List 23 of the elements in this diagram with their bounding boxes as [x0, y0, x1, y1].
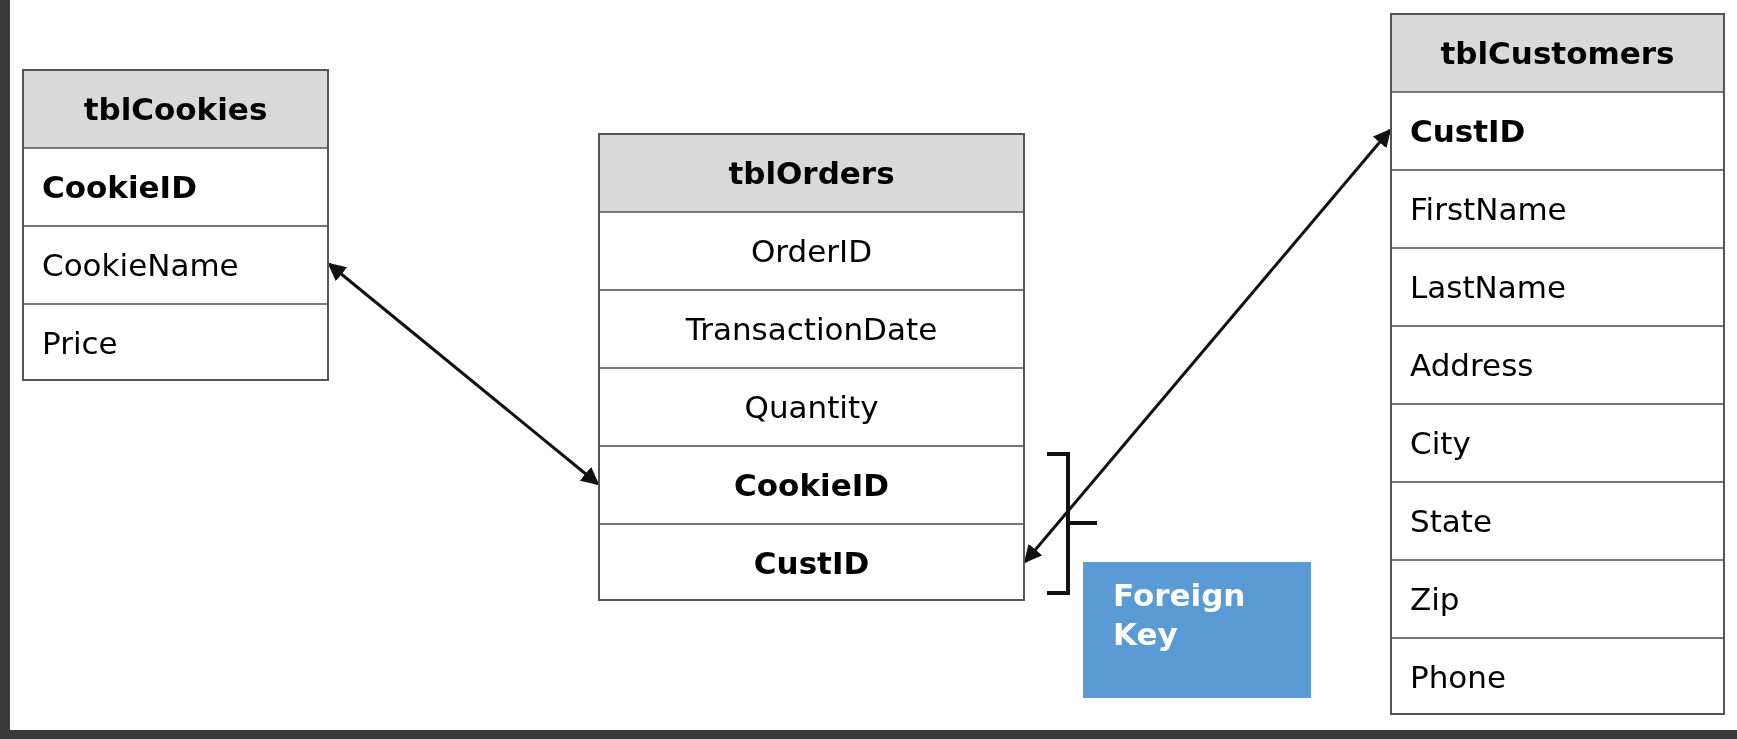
table-field: CustID — [1392, 91, 1723, 169]
table-header: tblCustomers — [1392, 15, 1723, 93]
table-field: LastName — [1392, 247, 1723, 325]
table-field: CookieName — [24, 225, 327, 303]
table-field: Zip — [1392, 559, 1723, 637]
table-field: TransactionDate — [600, 289, 1023, 367]
database-table — [1390, 13, 1725, 715]
table-field: CustID — [600, 523, 1023, 601]
callout-box: Foreign Key — [1083, 562, 1311, 698]
table-header: tblCookies — [24, 71, 327, 149]
table-field: State — [1392, 481, 1723, 559]
table-field: Address — [1392, 325, 1723, 403]
table-field: Price — [24, 303, 327, 381]
table-header: tblOrders — [600, 135, 1023, 213]
table-field: City — [1392, 403, 1723, 481]
database-table — [598, 133, 1025, 601]
table-field: CookieID — [24, 147, 327, 225]
table-field: Quantity — [600, 367, 1023, 445]
table-field: CookieID — [600, 445, 1023, 523]
table-field: OrderID — [600, 211, 1023, 289]
table-field: Phone — [1392, 637, 1723, 715]
table-field: FirstName — [1392, 169, 1723, 247]
database-table — [22, 69, 329, 381]
